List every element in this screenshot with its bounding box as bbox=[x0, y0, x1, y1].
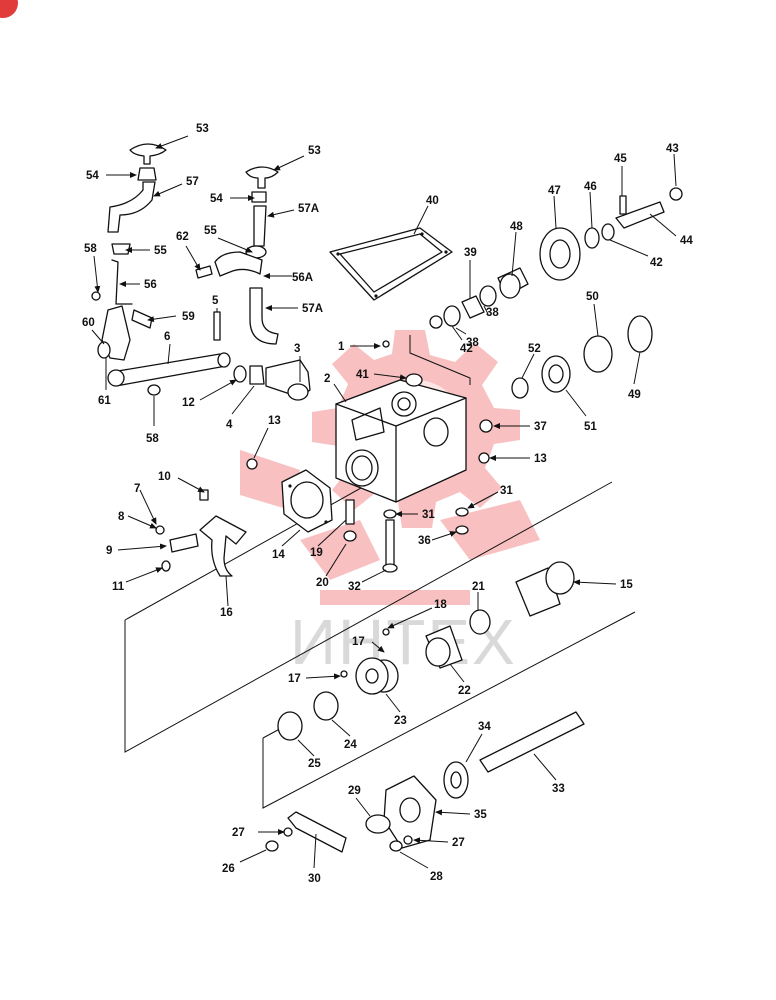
part-side-cover-gasket bbox=[281, 469, 333, 533]
callout: 37 bbox=[534, 421, 547, 433]
callout: 58 bbox=[84, 243, 97, 255]
callout: 39 bbox=[464, 247, 477, 259]
callout: 38 bbox=[486, 307, 499, 319]
callout: 13 bbox=[534, 453, 547, 465]
callout: 56 bbox=[144, 279, 157, 291]
callout: 43 bbox=[666, 143, 679, 155]
callout: 9 bbox=[106, 545, 112, 557]
callout: 55 bbox=[154, 245, 167, 257]
callout: 52 bbox=[528, 343, 541, 355]
callout: 25 bbox=[308, 758, 321, 770]
part-shift-fork bbox=[155, 489, 247, 577]
callout: 20 bbox=[316, 577, 329, 589]
part-shift-knob-left bbox=[107, 143, 167, 233]
part-cover-gasket bbox=[329, 227, 453, 301]
callout: 23 bbox=[394, 715, 407, 727]
callout: 58 bbox=[146, 433, 159, 445]
callout: 31 bbox=[500, 485, 513, 497]
callout: 2 bbox=[324, 373, 330, 385]
callout: 59 bbox=[182, 311, 195, 323]
callout: 18 bbox=[434, 599, 447, 611]
callout: 3 bbox=[294, 343, 300, 355]
callout: 8 bbox=[118, 511, 125, 523]
part-output-gear-assembly bbox=[277, 561, 575, 741]
callout: 28 bbox=[430, 871, 443, 883]
callout: 32 bbox=[348, 581, 361, 593]
callout: 44 bbox=[680, 235, 693, 247]
part-rear-cover bbox=[365, 775, 437, 852]
part-operating-rod bbox=[107, 311, 231, 396]
part-selector-lever bbox=[91, 243, 153, 361]
callout: 53 bbox=[196, 123, 209, 135]
callout: 34 bbox=[478, 721, 491, 733]
callout: 46 bbox=[584, 181, 597, 193]
callout: 61 bbox=[98, 395, 111, 407]
callout: 33 bbox=[552, 783, 565, 795]
callout: 48 bbox=[510, 221, 523, 233]
callout-labels: 53 54 57 53 54 57A 55 62 56A 57A 58 55 5… bbox=[82, 123, 693, 885]
callout: 55 bbox=[204, 225, 217, 237]
callout: 26 bbox=[222, 863, 235, 875]
part-shift-lever-56a bbox=[195, 245, 279, 345]
callout: 38 bbox=[466, 337, 479, 349]
callout: 17 bbox=[288, 673, 301, 685]
callout: 57A bbox=[298, 203, 319, 215]
part-countershaft-gears bbox=[429, 187, 683, 329]
callout: 1 bbox=[338, 341, 345, 353]
callout: 15 bbox=[620, 579, 633, 591]
callout: 35 bbox=[474, 809, 487, 821]
callout: 30 bbox=[308, 873, 321, 885]
callout: 54 bbox=[86, 170, 99, 182]
callout: 62 bbox=[176, 231, 189, 243]
callout: 41 bbox=[356, 369, 369, 381]
callout: 60 bbox=[82, 317, 95, 329]
callout: 24 bbox=[344, 739, 357, 751]
callout: 12 bbox=[182, 397, 195, 409]
callout: 54 bbox=[210, 193, 223, 205]
callout: 11 bbox=[112, 581, 125, 593]
callout: 56A bbox=[292, 272, 313, 284]
callout: 6 bbox=[164, 331, 170, 343]
leader-lines bbox=[91, 135, 677, 869]
callout: 49 bbox=[628, 389, 641, 401]
callout: 22 bbox=[458, 685, 471, 697]
callout: 29 bbox=[348, 785, 361, 797]
corner-badge bbox=[0, 0, 18, 18]
callout: 57A bbox=[302, 303, 323, 315]
callout: 57 bbox=[186, 176, 199, 188]
part-shift-shaft-assembly bbox=[233, 359, 311, 401]
callout: 19 bbox=[310, 547, 323, 559]
callout: 10 bbox=[158, 471, 171, 483]
callout: 45 bbox=[614, 153, 627, 165]
callout: 50 bbox=[586, 291, 599, 303]
callout: 17 bbox=[352, 636, 365, 648]
callout: 21 bbox=[472, 581, 485, 593]
callout: 53 bbox=[308, 145, 321, 157]
callout: 5 bbox=[212, 295, 219, 307]
callout: 7 bbox=[134, 483, 140, 495]
callout: 4 bbox=[226, 419, 233, 431]
part-transmission-housing bbox=[335, 340, 467, 503]
callout: 47 bbox=[548, 185, 561, 197]
callout: 16 bbox=[220, 607, 233, 619]
callout: 14 bbox=[272, 549, 285, 561]
callout: 27 bbox=[452, 837, 465, 849]
callout: 40 bbox=[426, 195, 439, 207]
callout: 42 bbox=[460, 343, 473, 355]
callout: 13 bbox=[268, 415, 281, 427]
callout: 42 bbox=[650, 257, 663, 269]
callout: 31 bbox=[422, 509, 435, 521]
callout: 36 bbox=[418, 535, 431, 547]
part-output-shaft bbox=[443, 711, 585, 799]
part-shift-knob-right bbox=[245, 166, 279, 247]
callout: 51 bbox=[584, 421, 597, 433]
callout: 27 bbox=[232, 827, 245, 839]
